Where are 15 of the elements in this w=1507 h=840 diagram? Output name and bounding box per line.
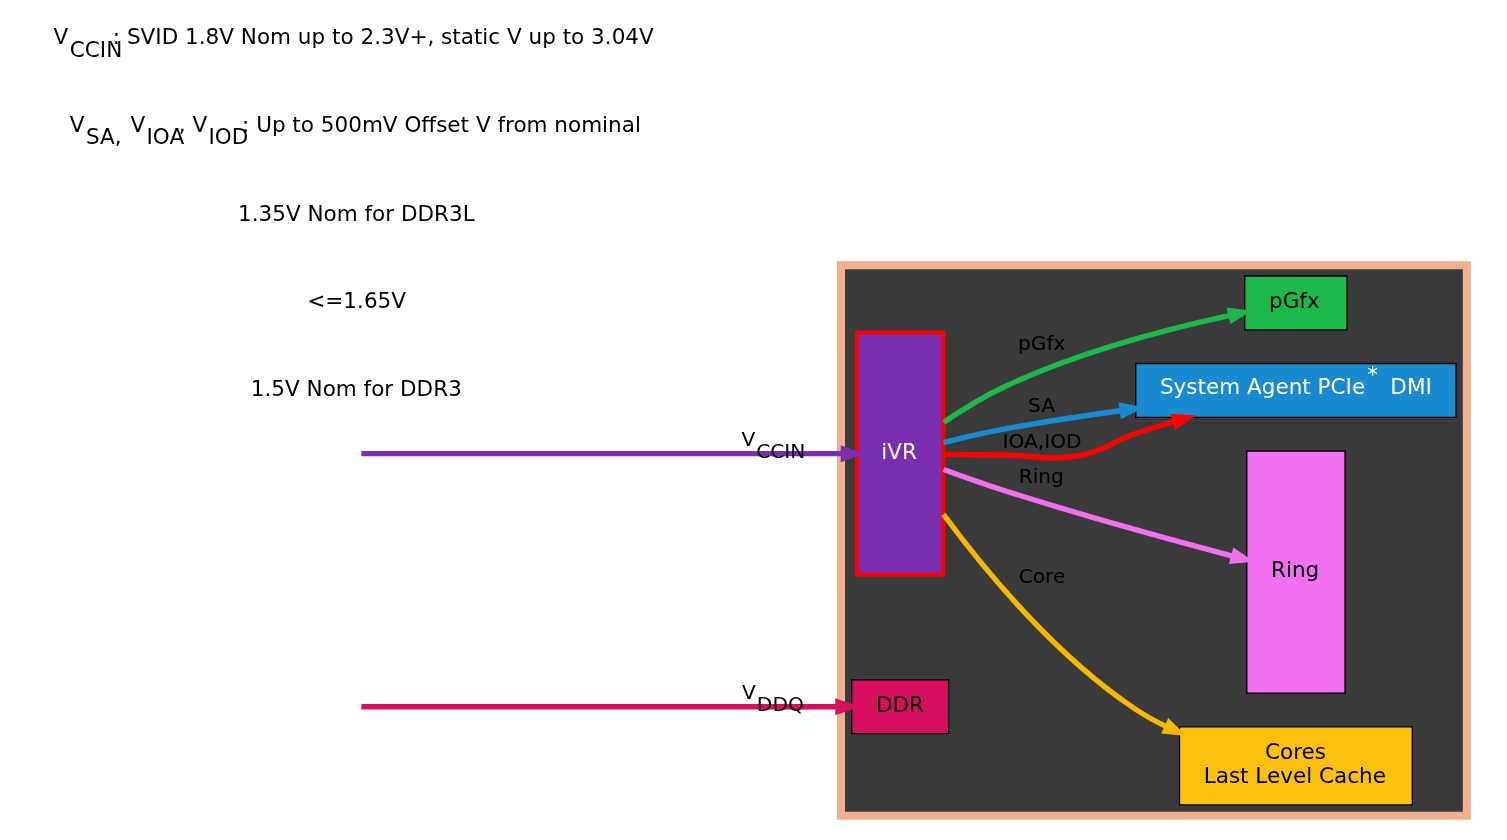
edge-label: Ring xyxy=(1018,464,1064,489)
node-box: DDR xyxy=(851,679,950,735)
edge-label: SA xyxy=(1028,392,1056,417)
edge-label: IOA,IOD xyxy=(1002,429,1082,454)
node-box: Cores Last Level Cache xyxy=(1178,726,1413,806)
label: 1.35V Nom for DDR3L xyxy=(238,200,475,226)
node-box: iVR xyxy=(855,330,946,577)
arrow xyxy=(941,512,1187,736)
edge-label: Core xyxy=(1018,563,1066,588)
node-box: Ring xyxy=(1246,450,1346,694)
label: <=1.65V xyxy=(307,288,407,314)
label: 1.5V Nom for DDR3 xyxy=(250,375,462,401)
edge-label: pGfx xyxy=(1017,331,1066,356)
node-box: pGfx xyxy=(1244,275,1348,331)
arrow xyxy=(943,413,1196,461)
